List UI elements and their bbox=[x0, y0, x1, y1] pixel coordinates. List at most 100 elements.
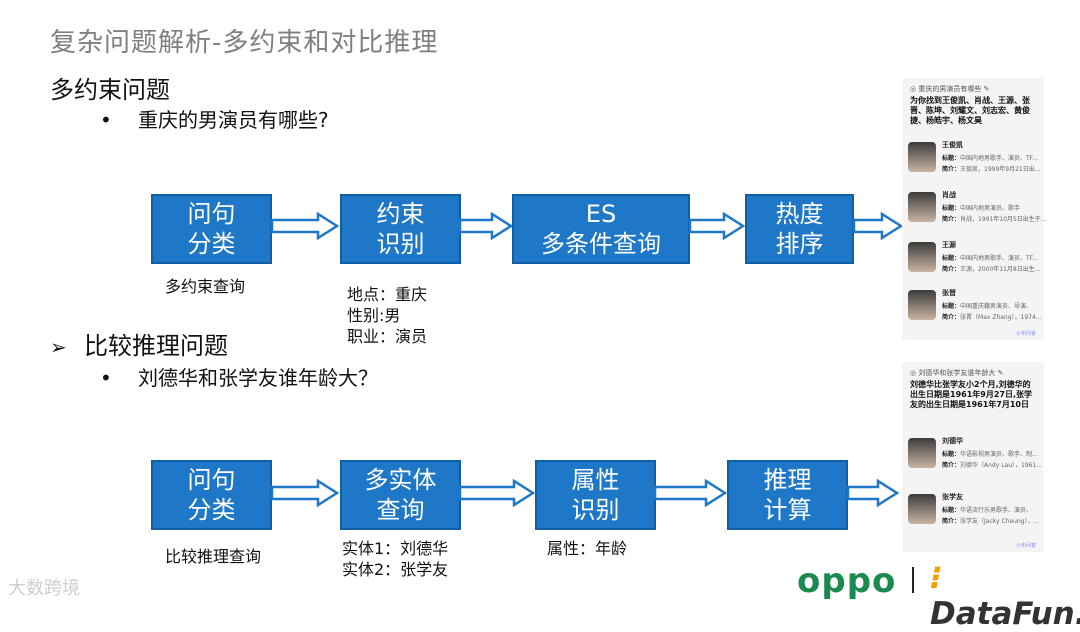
box-label: 多实体查询 bbox=[364, 466, 437, 524]
note-comparison-query: 比较推理查询 bbox=[165, 547, 262, 566]
attribute-label: 属性：年龄 bbox=[547, 539, 628, 558]
person-name: 肖战 bbox=[942, 191, 956, 199]
tag-value: 中国内地男歌手、演员、TF... bbox=[960, 155, 1038, 162]
page-title: 复杂问题解析-多约束和对比推理 bbox=[50, 28, 439, 58]
card2-answer: 刘德华比张学友小2个月,刘德华的出生日期是1961年9月27日,张学友的出生日期… bbox=[910, 380, 1033, 409]
box-attribute-recognition: 属性识别 bbox=[535, 460, 656, 530]
section2-bullet: •刘德华和张学友谁年龄大？ bbox=[100, 362, 378, 391]
section1-bullet: • 重庆的男演员有哪些? bbox=[100, 104, 329, 133]
box-label: 属性识别 bbox=[571, 466, 620, 524]
tag-value: 中国内地男歌手、演员、TF... bbox=[960, 255, 1038, 262]
person-intro: 简介：刘德华（Andy Lau），1961... bbox=[942, 460, 1042, 469]
box-label: 约束识别 bbox=[376, 200, 425, 258]
person-row[interactable]: 张晋 标题：中国重庆籍男演员、导演、 简介：张晋（Max Zhang），1974… bbox=[906, 288, 1042, 328]
person-name: 王源 bbox=[942, 241, 956, 249]
arrow-right-icon bbox=[688, 212, 746, 240]
entity-1: 实体1：刘德华 bbox=[342, 539, 449, 558]
tag-label: 标题： bbox=[942, 155, 961, 162]
datafun-logo: ⁝DataFun. bbox=[930, 560, 1080, 632]
arrow-right-icon bbox=[458, 479, 536, 507]
intro-value: 王俊凯，1999年9月21日出... bbox=[960, 166, 1041, 173]
person-tag: 标题：中国内地男歌手、演员、TF... bbox=[942, 153, 1038, 162]
card-footer: 小布问答 bbox=[1015, 543, 1036, 549]
person-intro: 简介：张学友（Jacky Cheung），... bbox=[942, 516, 1039, 525]
intro-label: 简介： bbox=[942, 518, 961, 525]
person-row[interactable]: 张学友 标题：华语流行乐男歌手、演员、 简介：张学友（Jacky Cheung）… bbox=[906, 492, 1042, 532]
intro-label: 简介： bbox=[942, 266, 961, 273]
intro-value: 肖战，1991年10月5日出生于... bbox=[960, 216, 1047, 223]
person-row[interactable]: 刘德华 标题：华语影视男演员、歌手、制... 简介：刘德华（Andy Lau），… bbox=[906, 436, 1042, 476]
constraint-location: 地点：重庆 bbox=[347, 285, 428, 304]
intro-label: 简介： bbox=[942, 462, 961, 469]
section2-heading-text: 比较推理问题 bbox=[84, 332, 228, 360]
constraint-list: 地点：重庆 性别:男 职业：演员 bbox=[347, 284, 427, 347]
arrow-right-icon bbox=[270, 479, 340, 507]
person-name: 王俊凯 bbox=[942, 141, 963, 149]
person-tag: 标题：中国内地男演员、歌手 bbox=[942, 203, 1020, 212]
box-question-classify-1: 问句分类 bbox=[151, 194, 272, 264]
watermark: 大数跨境 bbox=[8, 578, 80, 599]
section1-heading: 多约束问题 bbox=[50, 76, 170, 104]
avatar bbox=[908, 242, 936, 272]
person-tag: 标题：华语影视男演员、歌手、制... bbox=[942, 449, 1038, 458]
person-intro: 简介：王俊凯，1999年9月21日出... bbox=[942, 164, 1040, 173]
tag-value: 华语影视男演员、歌手、制... bbox=[960, 451, 1038, 458]
tag-label: 标题： bbox=[942, 451, 961, 458]
box-constraint-recognition: 约束识别 bbox=[340, 194, 461, 264]
person-row[interactable]: 王源 标题：中国内地男歌手、演员、TF... 简介：王源，2000年11月8日出… bbox=[906, 240, 1042, 280]
logo-separator bbox=[912, 567, 914, 593]
section2-question: 刘德华和张学友谁年龄大？ bbox=[138, 366, 378, 390]
box-multi-entity-query: 多实体查询 bbox=[340, 460, 461, 530]
person-intro: 简介：张晋（Max Zhang），1974... bbox=[942, 312, 1042, 321]
person-row[interactable]: 王俊凯 标题：中国内地男歌手、演员、TF... 简介：王俊凯，1999年9月21… bbox=[906, 140, 1042, 180]
intro-value: 张学友（Jacky Cheung），... bbox=[960, 518, 1040, 525]
oppo-logo: oppo bbox=[797, 561, 897, 601]
avatar bbox=[908, 142, 936, 172]
box-label: 问句分类 bbox=[187, 200, 236, 258]
person-row[interactable]: 肖战 标题：中国内地男演员、歌手 简介：肖战，1991年10月5日出生于... bbox=[906, 190, 1046, 230]
intro-value: 刘德华（Andy Lau），1961... bbox=[960, 462, 1043, 469]
person-intro: 简介：王源，2000年11月8日出生... bbox=[942, 264, 1040, 273]
answer-card-1: ◎ 重庆的男演员有哪些 ✎ 为你找到王俊凯、肖战、王源、张晋、陈坤、刘耀文、刘志… bbox=[902, 78, 1046, 340]
tag-label: 标题： bbox=[942, 205, 961, 212]
person-name: 刘德华 bbox=[942, 437, 963, 445]
person-intro: 简介：肖战，1991年10月5日出生于... bbox=[942, 214, 1046, 223]
card2-question-text: 刘德华和张学友谁年龄大 bbox=[918, 369, 996, 377]
tag-label: 标题： bbox=[942, 255, 961, 262]
tag-value: 中国重庆籍男演员、导演、 bbox=[960, 303, 1033, 310]
card2-question: ◎ 刘德华和张学友谁年龄大 ✎ bbox=[910, 369, 1004, 377]
intro-value: 王源，2000年11月8日出生... bbox=[960, 266, 1041, 273]
bullet-dot-icon: • bbox=[100, 108, 112, 132]
box-heat-sort: 热度排序 bbox=[745, 194, 854, 264]
box-label: 问句分类 bbox=[187, 466, 236, 524]
avatar bbox=[908, 494, 936, 524]
person-name: 张学友 bbox=[942, 493, 963, 501]
constraint-occupation: 职业：演员 bbox=[347, 327, 428, 346]
tag-label: 标题： bbox=[942, 303, 961, 310]
arrow-right-icon bbox=[458, 212, 514, 240]
tag-label: 标题： bbox=[942, 507, 961, 514]
avatar bbox=[908, 192, 936, 222]
arrow-right-icon bbox=[270, 212, 340, 240]
section1-question: 重庆的男演员有哪些? bbox=[138, 108, 329, 132]
arrow-right-icon bbox=[846, 479, 900, 507]
person-tag: 标题：中国内地男歌手、演员、TF... bbox=[942, 253, 1038, 262]
person-tag: 标题：华语流行乐男歌手、演员、 bbox=[942, 505, 1032, 514]
tag-value: 华语流行乐男歌手、演员、 bbox=[960, 507, 1033, 514]
entity-2: 实体2：张学友 bbox=[342, 560, 449, 579]
card-footer: 小布问答 bbox=[1015, 331, 1036, 337]
person-name: 张晋 bbox=[942, 289, 956, 297]
card1-question: ◎ 重庆的男演员有哪些 ✎ bbox=[910, 85, 990, 93]
avatar bbox=[908, 438, 936, 468]
intro-label: 简介： bbox=[942, 216, 961, 223]
card1-answer: 为你找到王俊凯、肖战、王源、张晋、陈坤、刘耀文、刘志宏、黄俊捷、杨皓宇、杨文昊 bbox=[910, 96, 1030, 125]
intro-value: 张晋（Max Zhang），1974... bbox=[960, 314, 1042, 321]
card1-question-text: 重庆的男演员有哪些 bbox=[918, 85, 982, 93]
box-label: 热度排序 bbox=[775, 200, 824, 258]
arrow-right-icon bbox=[653, 479, 728, 507]
box-label: 推理计算 bbox=[763, 466, 812, 524]
intro-label: 简介： bbox=[942, 166, 961, 173]
datafun-logo-icon: ⁝ bbox=[930, 560, 942, 596]
